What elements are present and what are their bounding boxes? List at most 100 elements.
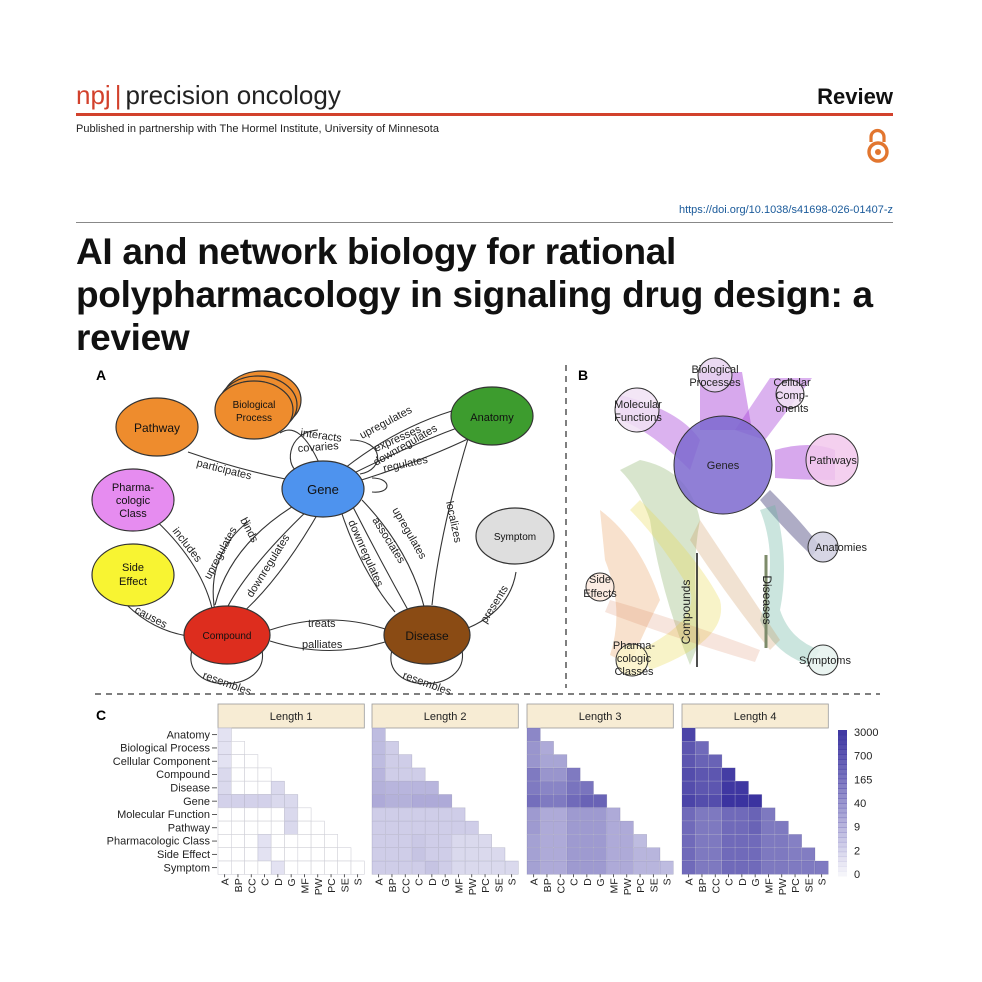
heatmap-cell — [411, 847, 426, 861]
open-access-icon — [863, 128, 893, 171]
heatmap-cell — [372, 834, 386, 848]
heatmap-cell — [540, 741, 554, 755]
node-label-bio-process-2: Process — [236, 413, 272, 424]
heatmap-cell — [271, 821, 284, 834]
heatmap-cell — [298, 821, 311, 834]
legend-gradient-step — [838, 832, 847, 838]
heatmap-cell — [398, 767, 412, 782]
heatmap-cell — [218, 834, 231, 847]
facet-header — [217, 703, 365, 729]
y-tick-label: Pathway — [168, 822, 211, 834]
heatmap-cell — [372, 728, 386, 742]
heatmap-cell — [735, 794, 749, 808]
node-label-symptoms: Symptoms — [799, 655, 851, 667]
facet-title: Length 1 — [270, 711, 313, 723]
heatmap-cell — [385, 767, 399, 782]
heatmap-cell — [231, 834, 244, 847]
heatmap-cell — [218, 781, 232, 795]
heatmap-cell — [478, 847, 492, 861]
facet-header — [526, 703, 674, 729]
legend-tick-label: 0 — [854, 869, 860, 881]
heatmap-cell — [620, 847, 634, 861]
node-label-bio-process-1: Biological — [233, 400, 276, 411]
heatmap-cell — [682, 728, 696, 742]
heatmap-cell — [593, 821, 607, 835]
heatmap-cell — [580, 834, 594, 848]
x-tick-label: MF — [608, 878, 620, 893]
x-tick-label: G — [750, 878, 762, 886]
heatmap-cell — [527, 781, 541, 795]
heatmap-cell — [245, 821, 258, 834]
legend-tick-label: 2 — [854, 845, 860, 857]
heatmap-cell — [682, 847, 696, 861]
legend-gradient-step — [838, 817, 847, 823]
edge-label-includes: includes — [170, 525, 205, 565]
node-label-pharma-classes-3: Classes — [614, 666, 654, 678]
node-label-pharma-1: Pharma- — [112, 482, 155, 494]
heatmap-cell — [271, 781, 285, 795]
legend-gradient-step — [838, 861, 847, 867]
heatmap-cell — [298, 861, 311, 874]
legend-tick-label: 165 — [854, 774, 872, 786]
legend-gradient-step — [838, 778, 847, 785]
heatmap-cell — [527, 767, 541, 782]
heatmap-cell — [398, 821, 412, 835]
legend-tick-label: 700 — [854, 751, 872, 763]
node-label-bio-processes-1: Biological — [691, 364, 738, 376]
heatmap-cell — [385, 794, 399, 808]
heatmap-cell — [695, 807, 709, 822]
heatmap-cell — [566, 861, 581, 875]
x-tick-label: S — [507, 878, 519, 885]
node-label-cellular-1: Cellular — [773, 377, 811, 389]
legend-gradient-step — [838, 773, 847, 780]
heatmap-cell — [491, 861, 505, 875]
heatmap-cell — [735, 847, 749, 861]
node-label-molecular-1: Molecular — [614, 399, 662, 411]
heatmap-cell — [682, 794, 696, 808]
heatmap-cell — [553, 821, 567, 835]
heatmap-cell — [505, 861, 519, 875]
y-tick-label: Compound — [156, 769, 210, 781]
heatmap-cell — [695, 834, 709, 848]
heatmap-cell — [478, 861, 492, 875]
panel-a: A part — [91, 367, 555, 698]
heatmap-cell — [620, 834, 634, 848]
heatmap-cell — [465, 821, 479, 835]
heatmap-cell — [298, 808, 311, 821]
heatmap-cell — [761, 834, 776, 848]
x-tick-label: MF — [763, 878, 775, 893]
heatmap-cell — [527, 741, 541, 755]
heatmap-cell — [540, 781, 554, 795]
heatmap-cell — [372, 781, 386, 795]
x-tick-label: BP — [233, 878, 245, 892]
heatmap-cell — [385, 834, 399, 848]
node-label-gene: Gene — [307, 482, 339, 497]
heatmap-cell — [527, 847, 541, 861]
heatmap-cell — [721, 834, 736, 848]
heatmap-cell — [231, 848, 244, 861]
heatmap-cell — [218, 767, 232, 782]
heatmap-cell — [271, 808, 284, 821]
heatmap-cell — [258, 768, 271, 781]
x-tick-label: A — [374, 878, 386, 885]
heatmap-cell — [748, 807, 762, 822]
node-label-pharma-classes-1: Pharma- — [613, 640, 656, 652]
heatmap-cell — [411, 821, 426, 835]
heatmap-cell — [695, 741, 709, 755]
heatmap-cell — [411, 834, 426, 848]
heatmap-cell — [372, 767, 386, 782]
heatmap-cell — [620, 861, 634, 875]
x-tick-label: MF — [299, 878, 311, 893]
heatmap-cell — [540, 834, 554, 848]
heatmap-cell — [284, 794, 298, 808]
heatmap-cell — [451, 861, 466, 875]
heatmap-cell — [298, 848, 311, 861]
heatmap-cell — [231, 768, 244, 781]
heatmap-cell — [721, 847, 736, 861]
heatmap-cell — [411, 807, 426, 822]
doi-link[interactable]: https://doi.org/10.1038/s41698-026-01407… — [678, 204, 893, 216]
heatmap-cell — [748, 821, 762, 835]
legend-gradient-step — [838, 837, 847, 843]
x-tick-label: SE — [803, 878, 815, 892]
